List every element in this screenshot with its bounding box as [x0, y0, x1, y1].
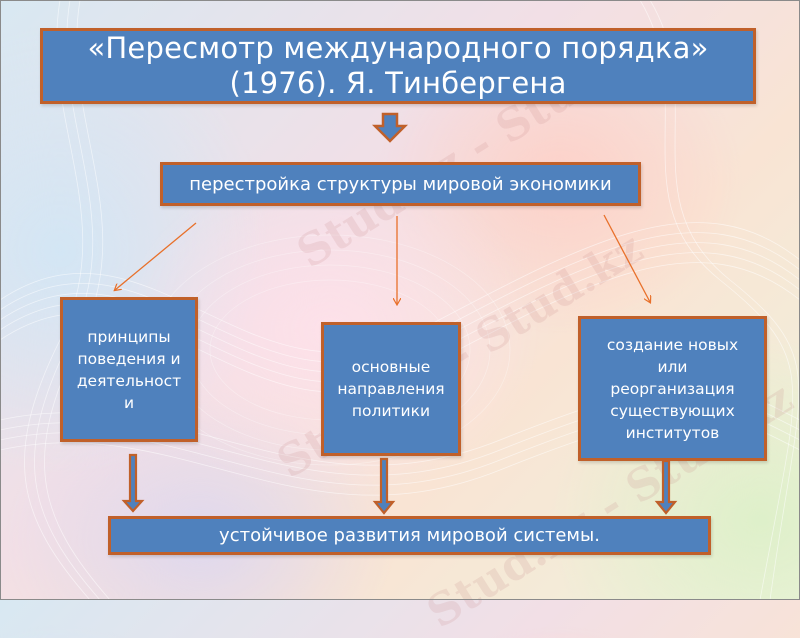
institutions-line: институтов [625, 423, 720, 442]
down-arrow-icon [371, 112, 409, 143]
principles-line: и [123, 393, 135, 412]
policy-directions-box: основные направления политики [321, 322, 461, 456]
down-arrow-icon [654, 459, 678, 515]
connector-arrows [0, 112, 678, 515]
sustainable-development-label: устойчивое развития мировой системы. [219, 525, 600, 546]
institutions-line: или [657, 357, 688, 376]
thin-arrow-icon [603, 214, 650, 302]
sustainable-development-box: устойчивое развития мировой системы. [108, 516, 711, 555]
down-arrow-icon [372, 457, 396, 515]
principles-box: принципы поведения и деятельност и [60, 297, 198, 442]
title-box: «Пересмотр международного порядка» (1976… [40, 28, 756, 104]
principles-line: принципы [87, 327, 171, 346]
thin-arrow-icon [115, 222, 197, 290]
title-line-2: (1976). Я. Тинбергена [229, 66, 567, 100]
principles-line: деятельност [76, 371, 182, 390]
restructuring-box: перестройка структуры мировой экономики [160, 162, 641, 206]
down-arrow-icon [121, 453, 145, 513]
policy-line: основные [351, 358, 431, 376]
restructuring-label: перестройка структуры мировой экономики [189, 173, 612, 195]
title-line-1: «Пересмотр международного порядка» [87, 31, 709, 65]
institutions-line: создание новых [606, 335, 739, 354]
principles-line: поведения и [77, 349, 181, 368]
policy-line: направления [337, 380, 445, 398]
institutions-line: реорганизация [610, 379, 735, 398]
policy-line: политики [351, 402, 431, 420]
institutions-line: существующих [610, 401, 735, 420]
institutions-box: создание новых или реорганизация существ… [578, 316, 767, 461]
